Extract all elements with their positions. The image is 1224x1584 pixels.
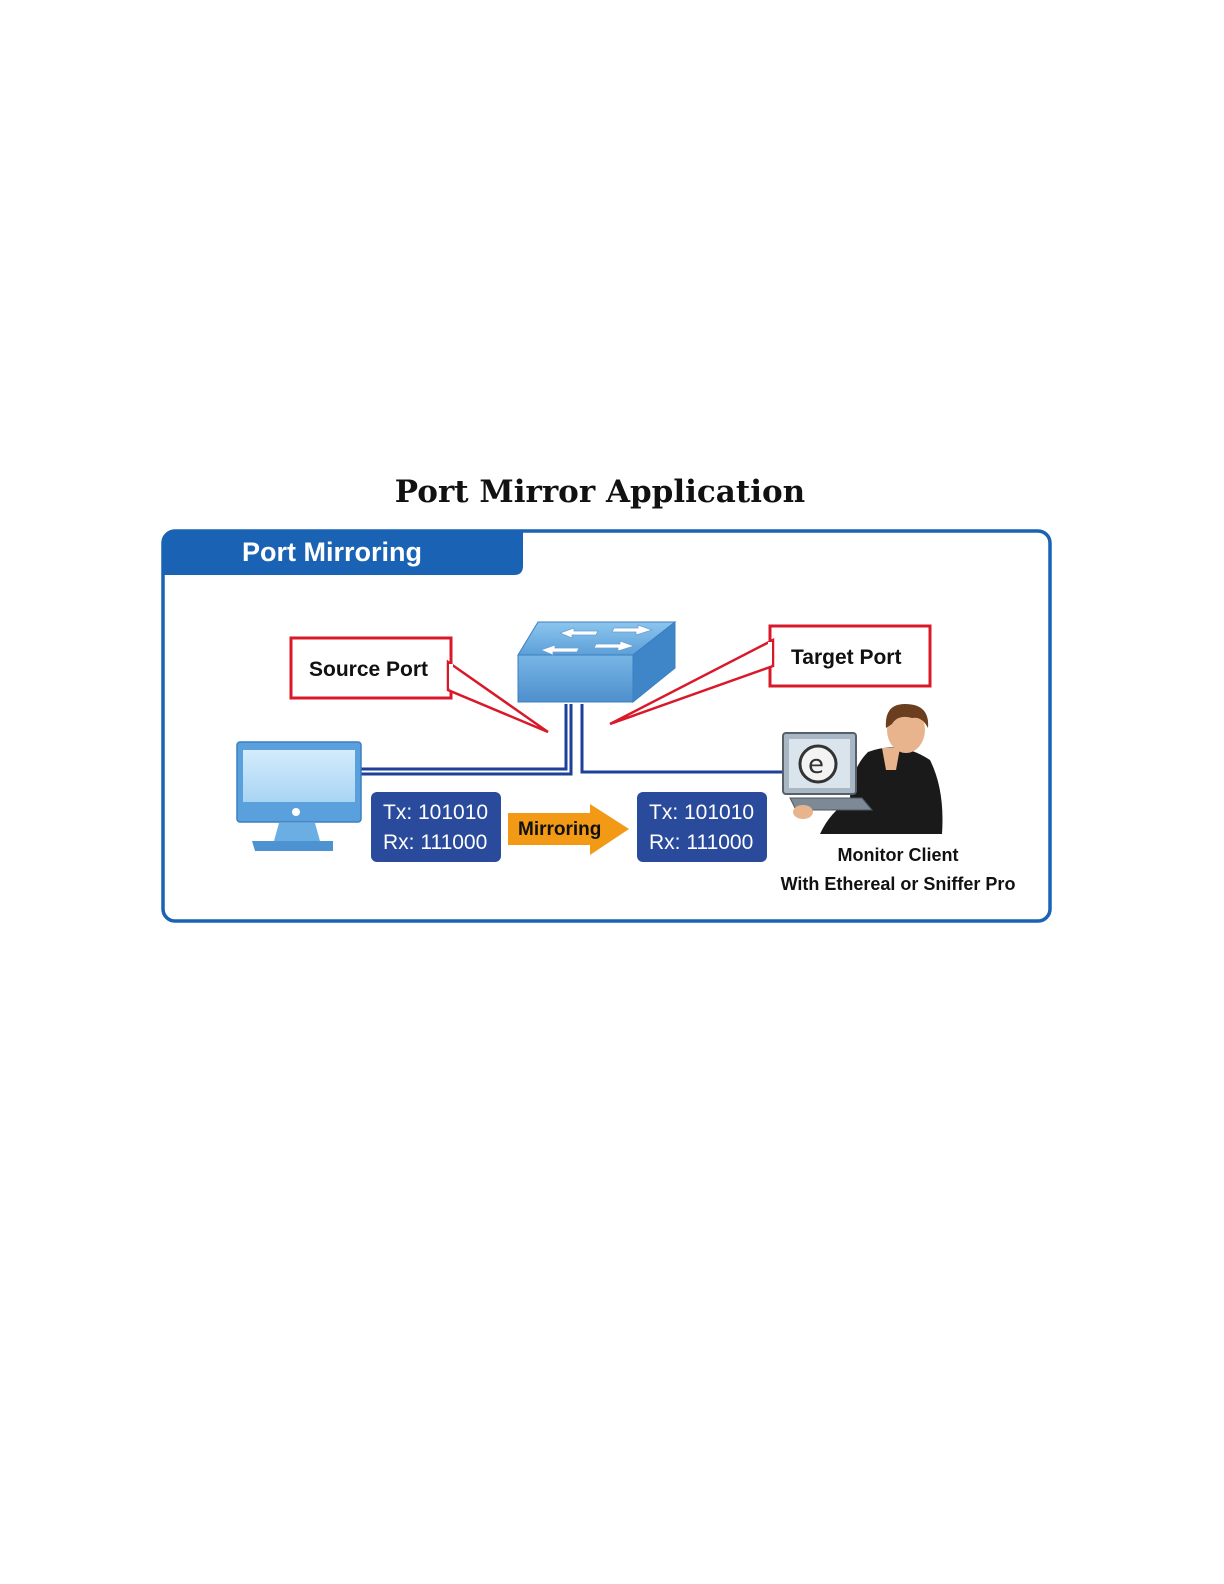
source-tx-value: Tx: 101010 [383,801,488,824]
target-rx-value: Rx: 111000 [649,831,753,854]
target-port-callout: Target Port [609,624,932,726]
source-traffic-box: Tx: 101010 Rx: 111000 [371,792,501,862]
panel-header-title: Port Mirroring [242,537,422,567]
source-port-callout: Source Port [289,636,549,734]
source-port-label: Source Port [309,658,428,681]
panel-header [163,531,523,575]
target-traffic-box: Tx: 101010 Rx: 111000 [637,792,767,862]
person-with-laptop-icon: e [782,704,943,834]
page-title: Port Mirror Application [394,474,806,510]
monitor-client-caption: Monitor Client [838,845,959,865]
target-tx-value: Tx: 101010 [649,801,754,824]
svg-text:e: e [808,750,824,780]
ethereal-logo-icon [798,744,838,784]
desktop-computer-icon [236,741,362,851]
monitor-client-subcaption: With Ethereal or Sniffer Pro [781,874,1016,894]
target-port-label: Target Port [791,646,901,669]
source-rx-value: Rx: 111000 [383,831,487,854]
network-cables [360,704,788,776]
mirroring-arrow-label: Mirroring [518,819,601,840]
mirroring-arrow: Mirroring [508,804,629,855]
network-switch-icon [517,620,677,704]
